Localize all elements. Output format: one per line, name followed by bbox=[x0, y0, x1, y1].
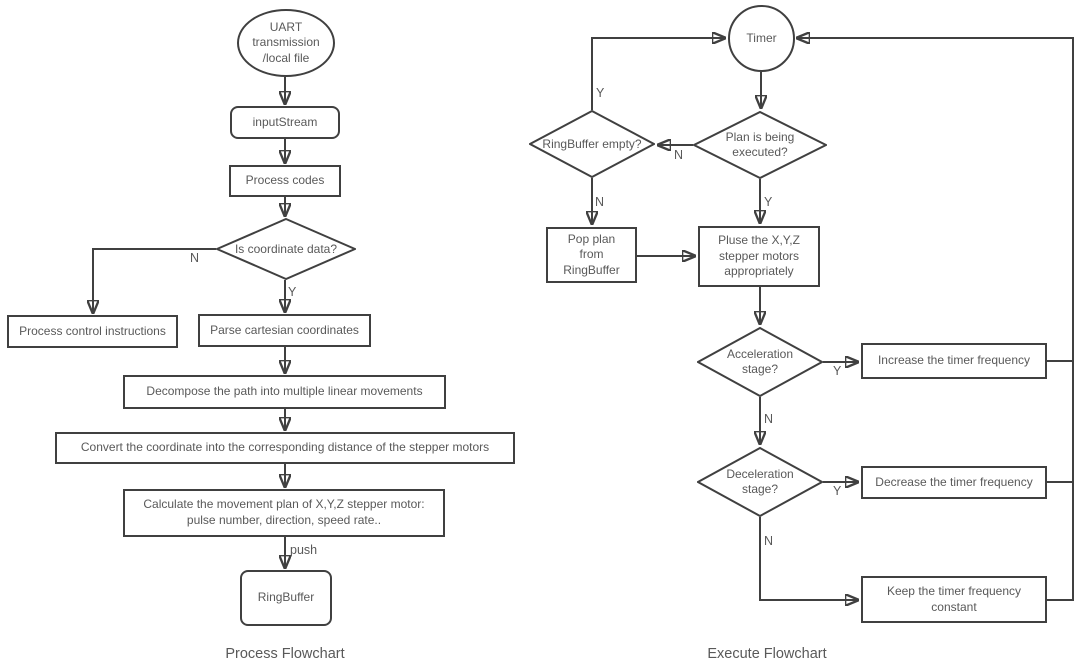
deceleration-stage-label: Deceleration stage? bbox=[726, 467, 794, 496]
diamond-shape bbox=[529, 110, 655, 178]
edge-label-decel-yes: Y bbox=[833, 484, 842, 498]
edge-label-empty-yes: Y bbox=[596, 86, 605, 100]
pop-plan-node: Pop plan from RingBuffer bbox=[546, 227, 637, 283]
is-coordinate-data-label: Is coordinate data? bbox=[234, 241, 338, 256]
decompose-path-node: Decompose the path into multiple linear … bbox=[123, 375, 446, 409]
parse-cartesian-node: Parse cartesian coordinates bbox=[198, 314, 371, 347]
edge-keep-return-timer bbox=[797, 38, 1074, 601]
start-terminator-label: UART transmission /local file bbox=[252, 19, 320, 65]
timer-node: Timer bbox=[728, 5, 795, 72]
deceleration-stage-decision: Deceleration stage? bbox=[697, 447, 823, 517]
input-stream-label: inputStream bbox=[252, 114, 318, 129]
is-coordinate-data-decision: Is coordinate data? bbox=[216, 218, 356, 280]
edge-iscoordinate-processcontrol-no bbox=[93, 248, 216, 313]
decompose-path-label: Decompose the path into multiple linear … bbox=[146, 384, 423, 399]
timer-label: Timer bbox=[746, 30, 777, 45]
pulse-motors-label: Pluse the X,Y,Z stepper motors appropria… bbox=[718, 233, 800, 279]
edge-label-plan-yes: Y bbox=[764, 195, 773, 209]
process-control-instructions-label: Process control instructions bbox=[19, 323, 166, 338]
ringbuffer-empty-label: RingBuffer empty? bbox=[542, 136, 642, 151]
diamond-shape bbox=[697, 327, 823, 397]
convert-coordinate-label: Convert the coordinate into the correspo… bbox=[80, 440, 490, 455]
decrease-frequency-node: Decrease the timer frequency bbox=[861, 466, 1047, 499]
edge-label-accel-no: N bbox=[764, 412, 774, 426]
process-codes-node: Process codes bbox=[229, 165, 341, 197]
plan-executed-decision: Plan is being executed? bbox=[693, 111, 827, 179]
pop-plan-label: Pop plan from RingBuffer bbox=[563, 231, 620, 277]
edge-label-accel-yes: Y bbox=[833, 364, 842, 378]
convert-coordinate-node: Convert the coordinate into the correspo… bbox=[55, 432, 515, 464]
edge-label-yes: Y bbox=[288, 285, 297, 299]
pulse-motors-node: Pluse the X,Y,Z stepper motors appropria… bbox=[698, 226, 820, 287]
edge-label-decel-no: N bbox=[764, 534, 774, 548]
ringbuffer-empty-decision: RingBuffer empty? bbox=[529, 110, 655, 178]
keep-frequency-label: Keep the timer frequency constant bbox=[886, 583, 1022, 614]
process-control-instructions-node: Process control instructions bbox=[7, 315, 178, 348]
edge-deceleration-keep-no bbox=[759, 517, 858, 600]
edge-ringbufferempty-timer-yes bbox=[591, 38, 725, 110]
calculate-plan-node: Calculate the movement plan of X,Y,Z ste… bbox=[123, 489, 445, 537]
increase-frequency-node: Increase the timer frequency bbox=[861, 343, 1047, 379]
acceleration-stage-label: Acceleration stage? bbox=[726, 347, 794, 376]
edge-label-empty-no: N bbox=[595, 195, 605, 209]
ring-buffer-node: RingBuffer bbox=[240, 570, 332, 626]
execute-flowchart-caption: Execute Flowchart bbox=[707, 646, 827, 662]
edge-label-no: N bbox=[190, 251, 200, 265]
ring-buffer-label: RingBuffer bbox=[257, 590, 315, 605]
diamond-shape bbox=[693, 111, 827, 179]
diamond-shape bbox=[697, 447, 823, 517]
acceleration-stage-decision: Acceleration stage? bbox=[697, 327, 823, 397]
calculate-plan-label: Calculate the movement plan of X,Y,Z ste… bbox=[143, 497, 425, 527]
input-stream-node: inputStream bbox=[230, 106, 340, 139]
increase-frequency-label: Increase the timer frequency bbox=[877, 353, 1031, 368]
process-flowchart-caption: Process Flowchart bbox=[225, 646, 345, 662]
decrease-frequency-label: Decrease the timer frequency bbox=[875, 474, 1033, 489]
keep-frequency-node: Keep the timer frequency constant bbox=[861, 576, 1047, 623]
start-terminator: UART transmission /local file bbox=[237, 9, 335, 77]
edge-label-plan-no: N bbox=[674, 148, 684, 162]
plan-executed-label: Plan is being executed? bbox=[725, 130, 795, 159]
diamond-shape bbox=[216, 218, 356, 280]
edge-label-push: push bbox=[290, 543, 318, 557]
parse-cartesian-label: Parse cartesian coordinates bbox=[210, 322, 359, 337]
process-codes-label: Process codes bbox=[245, 173, 325, 188]
